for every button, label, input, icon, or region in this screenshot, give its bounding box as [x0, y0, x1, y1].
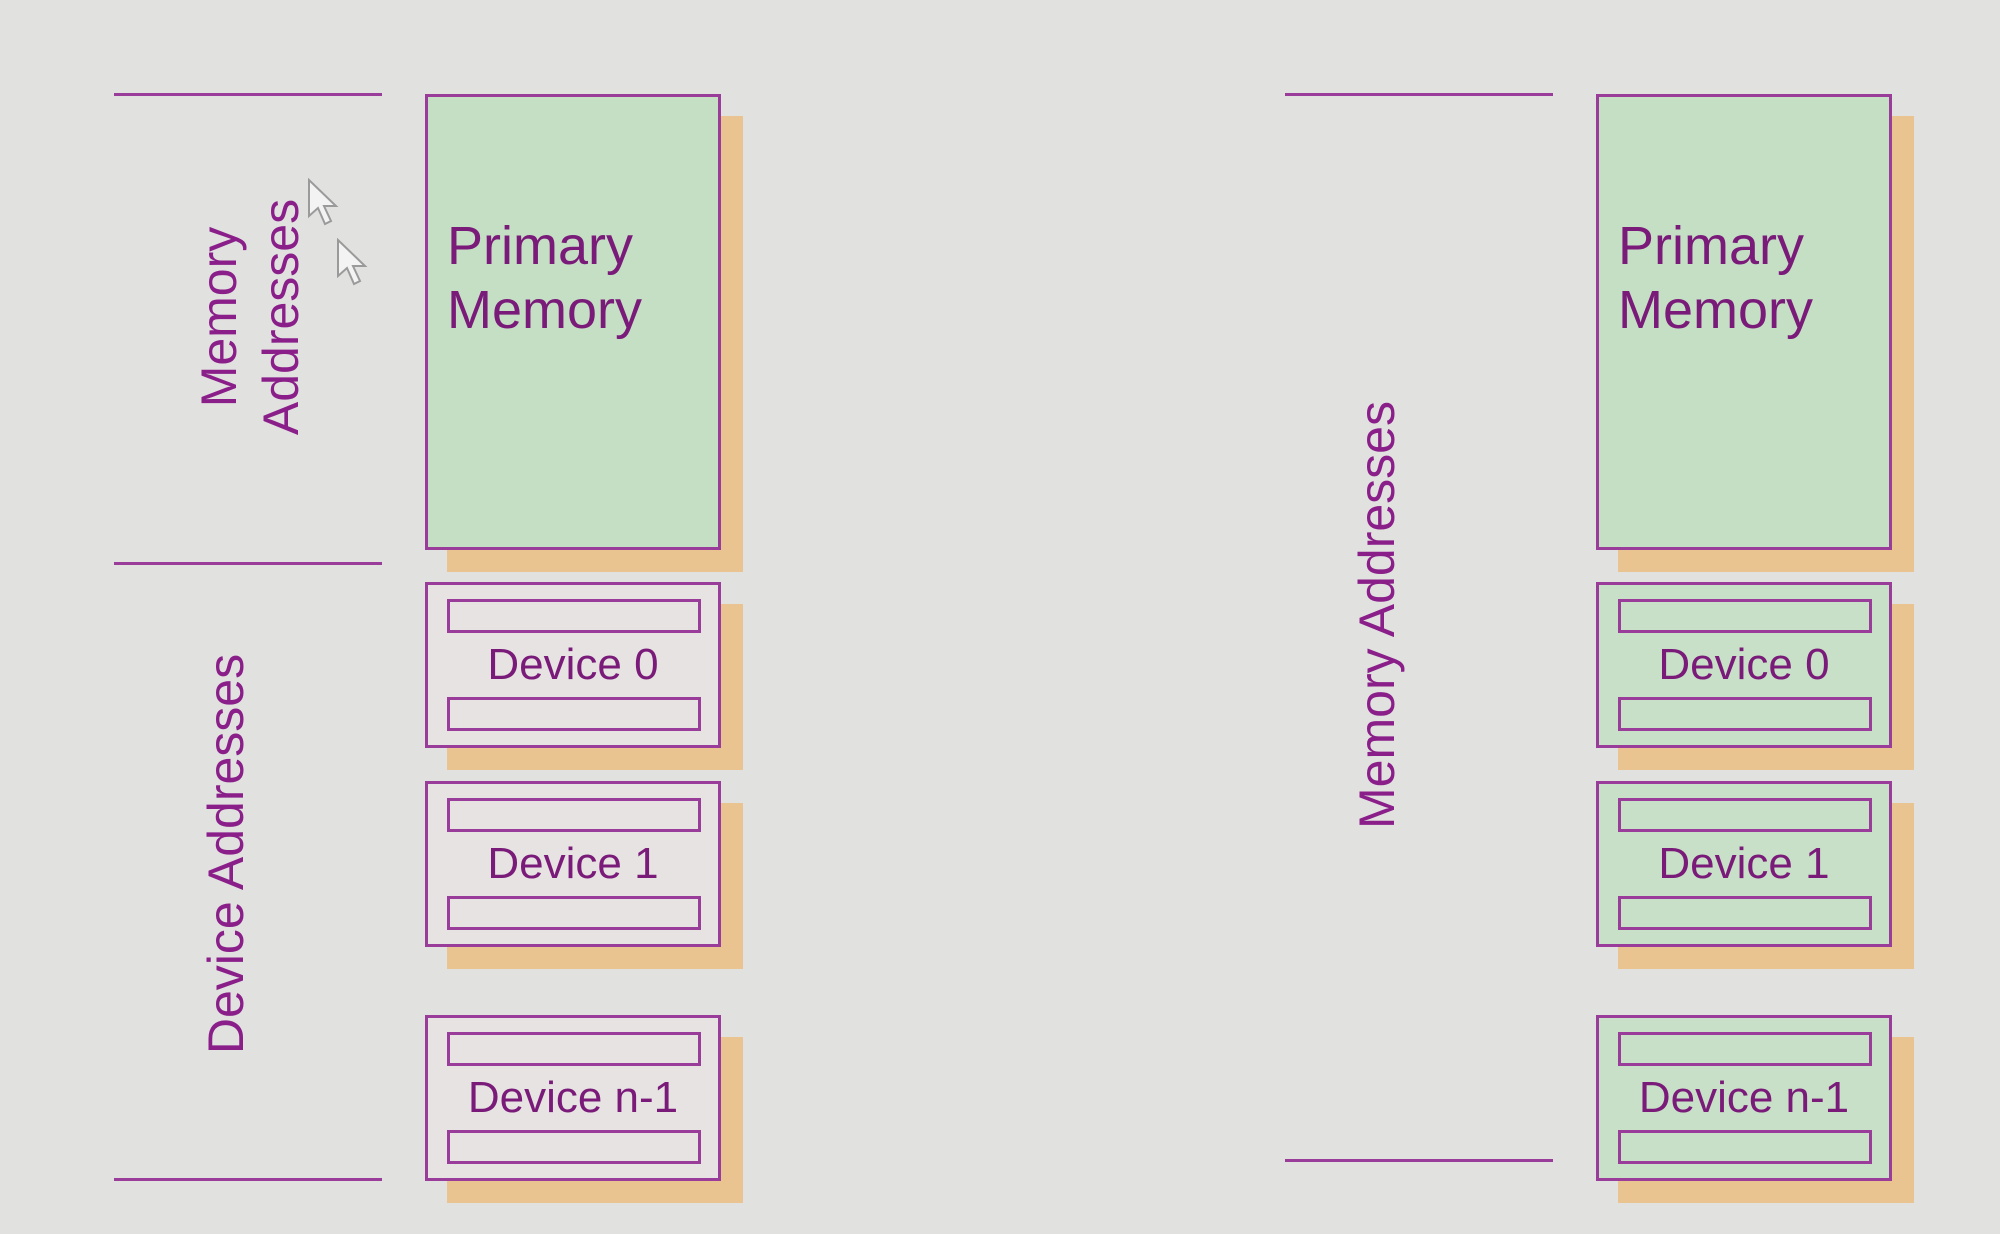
memory-addresses-label-line2: Addresses: [253, 198, 309, 436]
primary-memory-label: Primary Memory: [447, 214, 642, 342]
address-boundary-top: [1285, 93, 1553, 96]
primary-memory-label-line2: Memory: [447, 280, 643, 340]
cursor-arrow-icon: [308, 178, 339, 226]
device-label: Device 1: [487, 839, 659, 888]
device-register: [447, 697, 701, 731]
device-register: [447, 599, 701, 633]
address-boundary-bottom: [114, 1178, 382, 1181]
primary-memory-label-line2: Memory: [1618, 280, 1814, 340]
device-register: [1618, 896, 1872, 930]
device-block: Device 0: [1596, 582, 1914, 770]
device-register: [1618, 798, 1872, 832]
device-register: [1618, 1130, 1872, 1164]
primary-memory-label-line1: Primary: [1618, 216, 1804, 276]
device-register: [447, 1032, 701, 1066]
device-register: [1618, 1032, 1872, 1066]
device-register: [447, 1130, 701, 1164]
primary-memory-block: Primary Memory: [1596, 94, 1914, 572]
address-boundary-top: [114, 93, 382, 96]
device-label: Device n-1: [1638, 1073, 1850, 1122]
device-register: [1618, 697, 1872, 731]
device-register: [447, 896, 701, 930]
block-face: [425, 94, 721, 550]
device-label: Device 1: [1658, 839, 1830, 888]
primary-memory-block: Primary Memory: [425, 94, 743, 572]
memory-addresses-label-line1: Memory: [191, 226, 247, 408]
device-label: Device n-1: [467, 1073, 679, 1122]
cursor-arrow-icon: [337, 238, 368, 286]
device-addresses-label: Device Addresses: [198, 653, 254, 1055]
primary-memory-label-line1: Primary: [447, 216, 633, 276]
device-label: Device 0: [1658, 640, 1830, 689]
device-block: Device n-1: [1596, 1015, 1914, 1203]
memory-addresses-label: Memory Addresses: [188, 167, 312, 467]
primary-memory-label: Primary Memory: [1618, 214, 1813, 342]
device-label: Device 0: [487, 640, 659, 689]
device-block: Device 1: [425, 781, 743, 969]
device-register: [1618, 599, 1872, 633]
memory-addresses-label: Memory Addresses: [1349, 401, 1405, 829]
address-boundary-bottom: [1285, 1159, 1553, 1162]
device-block: Device n-1: [425, 1015, 743, 1203]
block-face: [1596, 94, 1892, 550]
device-block: Device 0: [425, 582, 743, 770]
address-boundary-middle: [114, 562, 382, 565]
device-block: Device 1: [1596, 781, 1914, 969]
device-register: [447, 798, 701, 832]
